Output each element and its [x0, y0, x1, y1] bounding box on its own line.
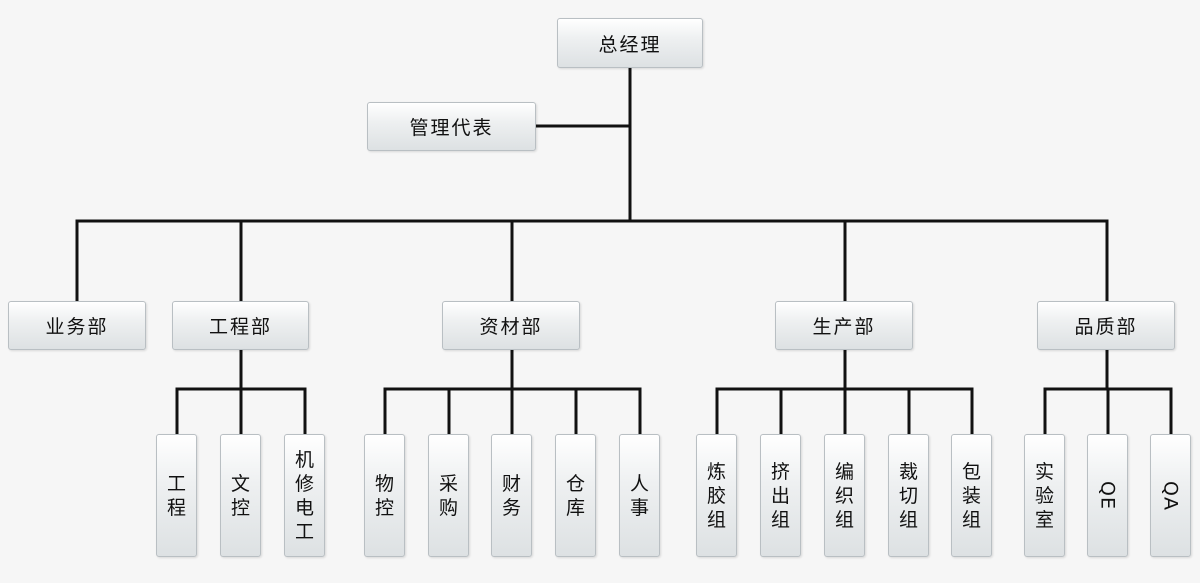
node-label: 品质部 [1074, 316, 1138, 338]
node-sub-braiding: 编织组 [824, 434, 865, 557]
node-sub-material-control: 物控 [364, 434, 405, 557]
node-sub-engineering: 工程 [156, 434, 197, 557]
node-label: 生产部 [812, 316, 876, 338]
node-label: 业务部 [45, 316, 109, 338]
node-label: 文控 [231, 472, 251, 519]
node-label: 工程部 [208, 316, 272, 338]
node-sub-cutting: 裁切组 [888, 434, 929, 557]
node-label: 编织组 [835, 460, 855, 531]
node-management-rep: 管理代表 [367, 102, 536, 151]
node-label: 工程 [167, 472, 187, 519]
node-sub-purchasing: 采购 [428, 434, 469, 557]
node-label: 人事 [630, 472, 650, 519]
node-label: 挤出组 [771, 460, 791, 531]
node-sub-qa: QA [1150, 434, 1191, 557]
node-label: 仓库 [566, 472, 586, 519]
node-label: QA [1159, 480, 1182, 511]
node-label: QE [1096, 481, 1119, 510]
node-sub-mixing: 炼胶组 [696, 434, 737, 557]
node-dept-engineering: 工程部 [172, 301, 309, 350]
node-label: 物控 [375, 472, 395, 519]
node-sub-packaging: 包装组 [951, 434, 992, 557]
node-sub-document-control: 文控 [220, 434, 261, 557]
node-label: 机修电工 [295, 448, 315, 543]
node-label: 裁切组 [899, 460, 919, 531]
node-label: 财务 [502, 472, 522, 519]
node-label: 采购 [439, 472, 459, 519]
node-sub-qe: QE [1087, 434, 1128, 557]
node-dept-sales: 业务部 [8, 301, 146, 350]
node-label: 资材部 [479, 316, 543, 338]
node-label: 实验室 [1035, 460, 1055, 531]
node-label: 总经理 [598, 33, 662, 56]
node-sub-hr: 人事 [619, 434, 660, 557]
node-label: 包装组 [962, 460, 982, 531]
node-general-manager: 总经理 [557, 18, 703, 68]
node-dept-production: 生产部 [775, 301, 913, 350]
node-sub-finance: 财务 [491, 434, 532, 557]
node-sub-extrusion: 挤出组 [760, 434, 801, 557]
node-label: 管理代表 [409, 117, 494, 139]
node-sub-maintenance: 机修电工 [284, 434, 325, 557]
node-dept-materials: 资材部 [442, 301, 580, 350]
node-label: 炼胶组 [707, 460, 727, 531]
node-dept-quality: 品质部 [1037, 301, 1175, 350]
node-sub-warehouse: 仓库 [555, 434, 596, 557]
node-sub-laboratory: 实验室 [1024, 434, 1065, 557]
